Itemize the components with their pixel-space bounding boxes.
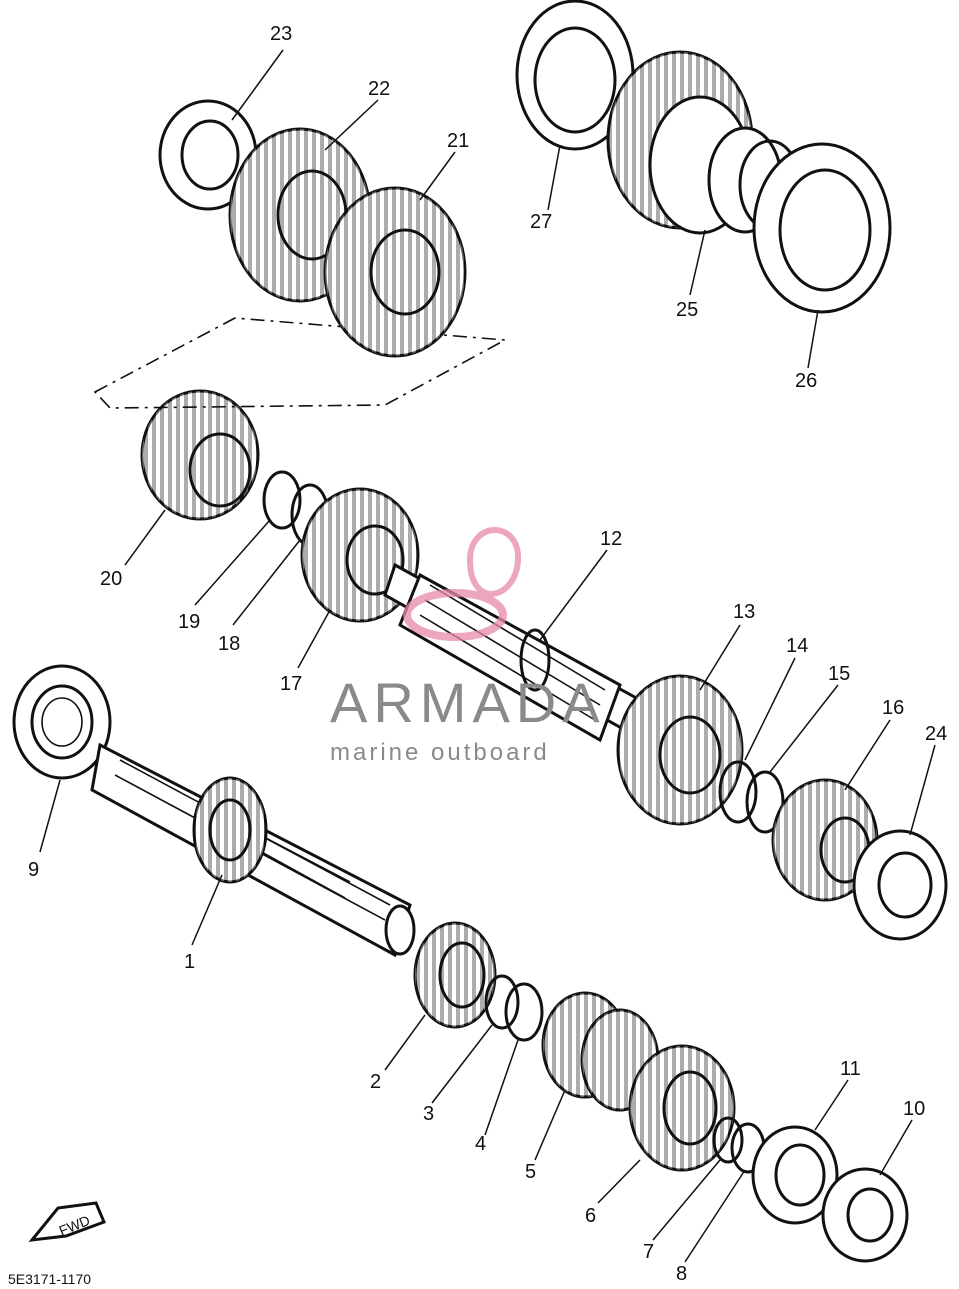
gear-13 bbox=[616, 674, 744, 826]
bearing-11 bbox=[751, 1125, 839, 1225]
watermark-logo-icon bbox=[403, 527, 522, 641]
main-axle-1 bbox=[90, 742, 416, 958]
part-label-24: 24 bbox=[925, 723, 947, 745]
part-label-3: 3 bbox=[423, 1103, 434, 1125]
part-label-22: 22 bbox=[368, 78, 390, 100]
gear-21 bbox=[323, 186, 467, 358]
gear-6 bbox=[628, 1044, 736, 1172]
watermark: ARMADA marine outboard bbox=[330, 527, 606, 766]
part-label-20: 20 bbox=[100, 568, 122, 590]
part-label-13: 13 bbox=[733, 601, 755, 623]
part-label-27: 27 bbox=[530, 211, 552, 233]
part-labels: 23 22 21 27 25 26 20 19 18 17 12 13 14 1… bbox=[28, 23, 947, 1285]
part-label-19: 19 bbox=[178, 611, 200, 633]
gear-2 bbox=[413, 921, 497, 1029]
part-label-16: 16 bbox=[882, 697, 904, 719]
part-label-1: 1 bbox=[184, 951, 195, 973]
part-label-21: 21 bbox=[447, 130, 469, 152]
bearing-27 bbox=[515, 0, 635, 151]
bearing-26 bbox=[752, 142, 892, 314]
part-label-7: 7 bbox=[643, 1241, 654, 1263]
watermark-brand: ARMADA bbox=[330, 671, 606, 734]
watermark-tagline: marine outboard bbox=[330, 739, 550, 766]
part-label-25: 25 bbox=[676, 299, 698, 321]
seal-10 bbox=[821, 1167, 909, 1263]
part-label-15: 15 bbox=[828, 663, 850, 685]
washer-7 bbox=[712, 1116, 744, 1164]
circlip-4 bbox=[504, 982, 544, 1042]
part-label-10: 10 bbox=[903, 1098, 925, 1120]
bearing-24 bbox=[852, 829, 948, 941]
part-label-8: 8 bbox=[676, 1263, 687, 1285]
part-label-4: 4 bbox=[475, 1133, 486, 1155]
part-label-23: 23 bbox=[270, 23, 292, 45]
part-label-26: 26 bbox=[795, 370, 817, 392]
part-label-17: 17 bbox=[280, 673, 302, 695]
washer-3 bbox=[484, 974, 520, 1030]
part-label-14: 14 bbox=[786, 635, 808, 657]
bearing-9 bbox=[12, 664, 112, 780]
drawing-code: 5E3171-1170 bbox=[8, 1271, 91, 1287]
part-label-6: 6 bbox=[585, 1205, 596, 1227]
part-label-12: 12 bbox=[600, 528, 622, 550]
part-label-5: 5 bbox=[525, 1161, 536, 1183]
washer-14 bbox=[718, 760, 758, 824]
fwd-arrow-icon: FWD bbox=[28, 1201, 106, 1242]
part-label-9: 9 bbox=[28, 859, 39, 881]
gear-20 bbox=[140, 389, 260, 521]
part-label-2: 2 bbox=[370, 1071, 381, 1093]
circlip-19 bbox=[262, 470, 302, 530]
leader-lines bbox=[39, 49, 936, 1263]
part-label-18: 18 bbox=[218, 633, 240, 655]
part-label-11: 11 bbox=[840, 1058, 861, 1080]
gear-16 bbox=[771, 778, 879, 902]
